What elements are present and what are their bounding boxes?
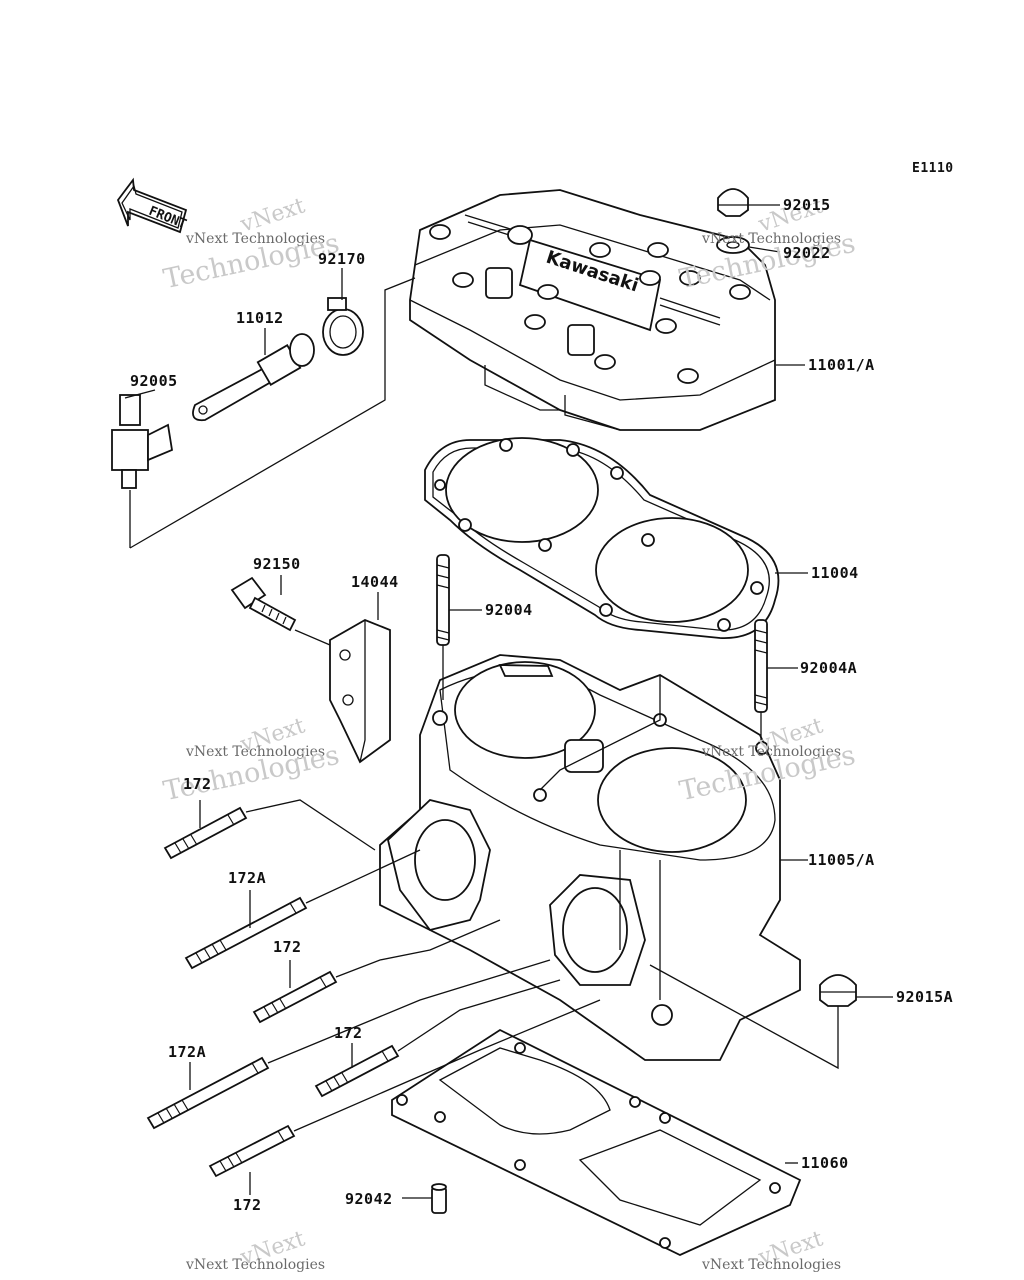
part-label-92042: 92042 — [345, 1190, 393, 1208]
part-label-11001A: 11001/A — [808, 356, 875, 374]
part-label-172A: 172A — [168, 1043, 207, 1061]
part-label-172: 172 — [334, 1024, 363, 1042]
diagram-code: E1110 — [912, 161, 954, 176]
washer-92022 — [716, 236, 750, 254]
cap-nut-92015A — [819, 974, 857, 1007]
head-gasket-11004 — [424, 437, 780, 639]
stud-172-upper — [163, 806, 248, 860]
part-label-11005A: 11005/A — [808, 851, 875, 869]
stud-172-middle — [252, 970, 338, 1024]
bolt-92150 — [230, 576, 297, 632]
part-label-92015: 92015 — [783, 196, 831, 214]
stud-172-bottom — [208, 1124, 296, 1178]
dowel-pin-92042 — [431, 1183, 447, 1214]
fitting-92005 — [111, 394, 174, 489]
base-gasket-11060 — [391, 1028, 802, 1256]
part-label-172A: 172A — [228, 869, 267, 887]
hose-clamp-92170 — [322, 297, 364, 356]
part-label-172: 172 — [273, 938, 302, 956]
front-arrow-icon — [116, 177, 188, 234]
stud-172A-lower — [146, 1056, 270, 1130]
stud-92004 — [436, 554, 450, 646]
part-label-92170: 92170 — [318, 250, 366, 268]
part-label-172: 172 — [183, 775, 212, 793]
part-label-92005: 92005 — [130, 372, 178, 390]
part-label-11012: 11012 — [236, 309, 284, 327]
bracket-14044 — [329, 619, 391, 764]
leader-lines — [124, 204, 893, 1199]
stud-172A-upper — [184, 896, 308, 970]
part-label-92004: 92004 — [485, 601, 533, 619]
part-label-172: 172 — [233, 1196, 262, 1214]
part-label-92004A: 92004A — [800, 659, 858, 677]
cylinder-head: Kawasaki — [409, 189, 776, 431]
cylinder-block — [379, 654, 801, 1061]
cap-nut-92015 — [717, 188, 749, 217]
part-label-14044: 14044 — [351, 573, 399, 591]
part-label-11060: 11060 — [801, 1154, 849, 1172]
temperature-sensor-11012 — [192, 333, 315, 422]
stud-92004A — [754, 619, 768, 713]
part-label-92150: 92150 — [253, 555, 301, 573]
part-label-92022: 92022 — [783, 244, 831, 262]
part-label-92015A: 92015A — [896, 988, 954, 1006]
stud-172-right — [314, 1044, 400, 1098]
part-label-11004: 11004 — [811, 564, 859, 582]
